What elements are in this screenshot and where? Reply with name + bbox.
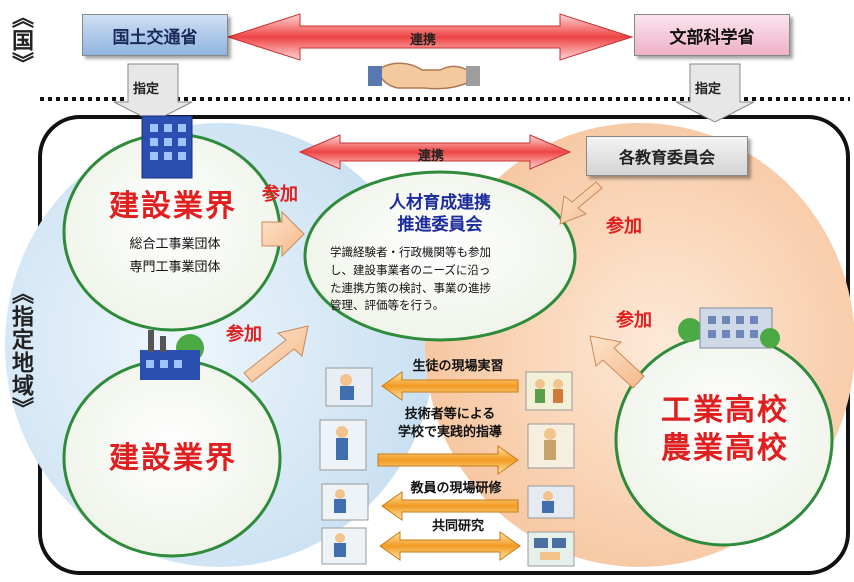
national-link-label: 連携: [410, 33, 437, 48]
activity-teacher-training: 教員の現場研修: [410, 481, 502, 496]
committee-title-line1: 人材育成連携: [389, 193, 491, 213]
schools-line-technical: 工業高校: [661, 393, 789, 428]
computer-lab-icon: [527, 531, 575, 567]
teacher-icon: [527, 423, 575, 469]
designated-region-label: 《指定地域》: [8, 282, 33, 420]
committee-description-line: し、建設事業者のニーズに沿っ: [330, 262, 491, 277]
join-label-industry-top: 参加: [262, 184, 298, 205]
designate-label-right: 指定: [695, 82, 722, 97]
designate-arrow-left: [113, 63, 193, 123]
engineer-icon: [319, 419, 367, 471]
activity-arrow-expert-teaching: [377, 445, 519, 475]
join-label-industry-bottom: 参加: [226, 324, 262, 345]
designate-label-left: 指定: [133, 82, 160, 97]
committee-description-line: た連携方策の検討、事業の進捗: [330, 280, 491, 295]
join-arrow-industry-bottom: [243, 325, 309, 383]
researcher-icon: [321, 527, 367, 565]
activity-expert-teaching-line2: 学校で実践的指導: [397, 424, 502, 440]
students-icon: [525, 371, 573, 411]
join-label-schools: 参加: [616, 310, 652, 331]
teacher-training-icon: [321, 483, 369, 521]
schools-title: 工業高校 農業高校: [648, 392, 802, 467]
activity-expert-teaching: 技術者等による 学校で実践的指導: [380, 406, 520, 441]
industry-bottom-title: 建設業界: [109, 441, 237, 476]
school-building-icon: [678, 307, 780, 349]
join-arrow-schools: [589, 335, 645, 389]
designate-arrow-right: [675, 63, 755, 123]
committee-title-line2: 推進委員会: [397, 215, 483, 236]
activity-student-practice: 生徒の現場実習: [412, 359, 504, 374]
activity-arrow-joint-research: [379, 531, 521, 561]
committee-title: 人材育成連携 推進委員会: [360, 192, 520, 236]
join-arrow-industry-top: [261, 210, 305, 258]
committee-circle: [303, 170, 577, 342]
activity-joint-research: 共同研究: [431, 519, 484, 534]
activity-arrow-teacher-training: [381, 491, 519, 521]
national-link-arrow: [226, 13, 634, 61]
committee-description: 学識経験者・行政機関等も参加 し、建設事業者のニーズに沿っ た連携方策の検討、事…: [330, 244, 554, 315]
national-level-label: 《国》: [8, 6, 33, 75]
education-boards-box: 各教育委員会: [586, 136, 748, 176]
join-arrow-boards: [559, 181, 603, 225]
activity-arrow-student-practice: [381, 371, 519, 401]
schools-line-agricultural: 農業高校: [661, 430, 789, 466]
member-general-contractors: 総合工事業団体: [129, 237, 221, 252]
mext-box: 文部科学省: [634, 14, 790, 56]
committee-description-line: 学識経験者・行政機関等も参加: [330, 245, 491, 259]
committee-description-line: 管理、評価等を行う。: [330, 298, 445, 313]
workshop-icon: [527, 485, 575, 519]
industry-top-title: 建設業界: [109, 189, 237, 224]
member-specialty-contractors: 専門工事業団体: [129, 259, 221, 275]
join-label-boards: 参加: [606, 216, 642, 237]
mlit-box: 国土交通省: [82, 14, 228, 56]
factory-icon: [140, 330, 204, 380]
worker-practice-icon: [325, 367, 373, 407]
industry-top-members: 総合工事業団体 専門工事業団体: [100, 234, 250, 280]
region-link-label: 連携: [418, 149, 445, 164]
region-link-arrow: [298, 134, 572, 170]
activity-expert-teaching-line1: 技術者等による: [404, 407, 496, 422]
office-building-icon: [141, 115, 193, 179]
handshake-icon: [368, 62, 480, 90]
